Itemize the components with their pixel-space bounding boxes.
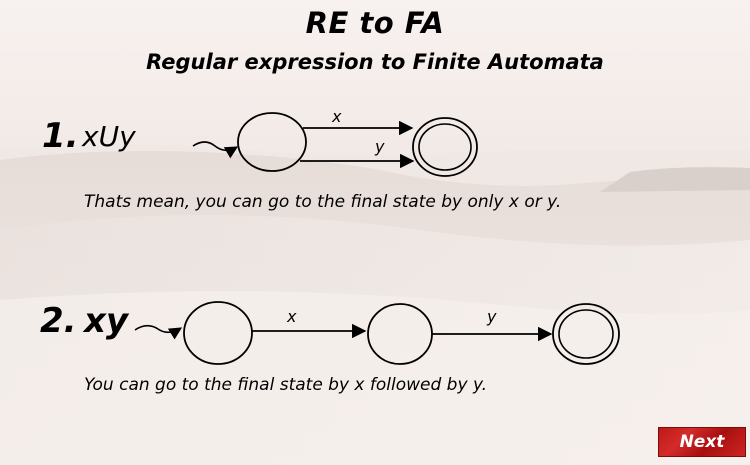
example1-edge-x-label: x xyxy=(331,107,342,126)
example1-expression: xUy xyxy=(82,120,136,153)
page-title: RE to FA xyxy=(305,6,445,40)
example1-final-state-inner xyxy=(418,123,472,171)
example2-expression: xy xyxy=(84,301,129,341)
example2-edge-x-label: x xyxy=(286,307,297,326)
example2-state-2 xyxy=(367,303,433,365)
example1-final-state-outer xyxy=(412,117,478,177)
example2-start-arrow xyxy=(134,324,183,340)
example2-description: You can go to the final state by x follo… xyxy=(84,375,488,395)
example1-number: 1. xyxy=(42,116,79,156)
example2-state-1 xyxy=(183,301,253,365)
example1-description: Thats mean, you can go to the final stat… xyxy=(84,192,562,212)
example1-edge-y-label: y xyxy=(374,137,385,156)
page-subtitle: Regular expression to Finite Automata xyxy=(146,50,604,74)
example1-start-arrow xyxy=(192,141,239,159)
example2-number: 2. xyxy=(40,301,77,341)
example1-start-state xyxy=(237,112,307,172)
example2-edge-y-label: y xyxy=(486,307,497,326)
example2-final-state-inner xyxy=(558,309,614,359)
example2-final-state-outer xyxy=(552,303,620,365)
next-button[interactable]: Next xyxy=(658,427,746,457)
